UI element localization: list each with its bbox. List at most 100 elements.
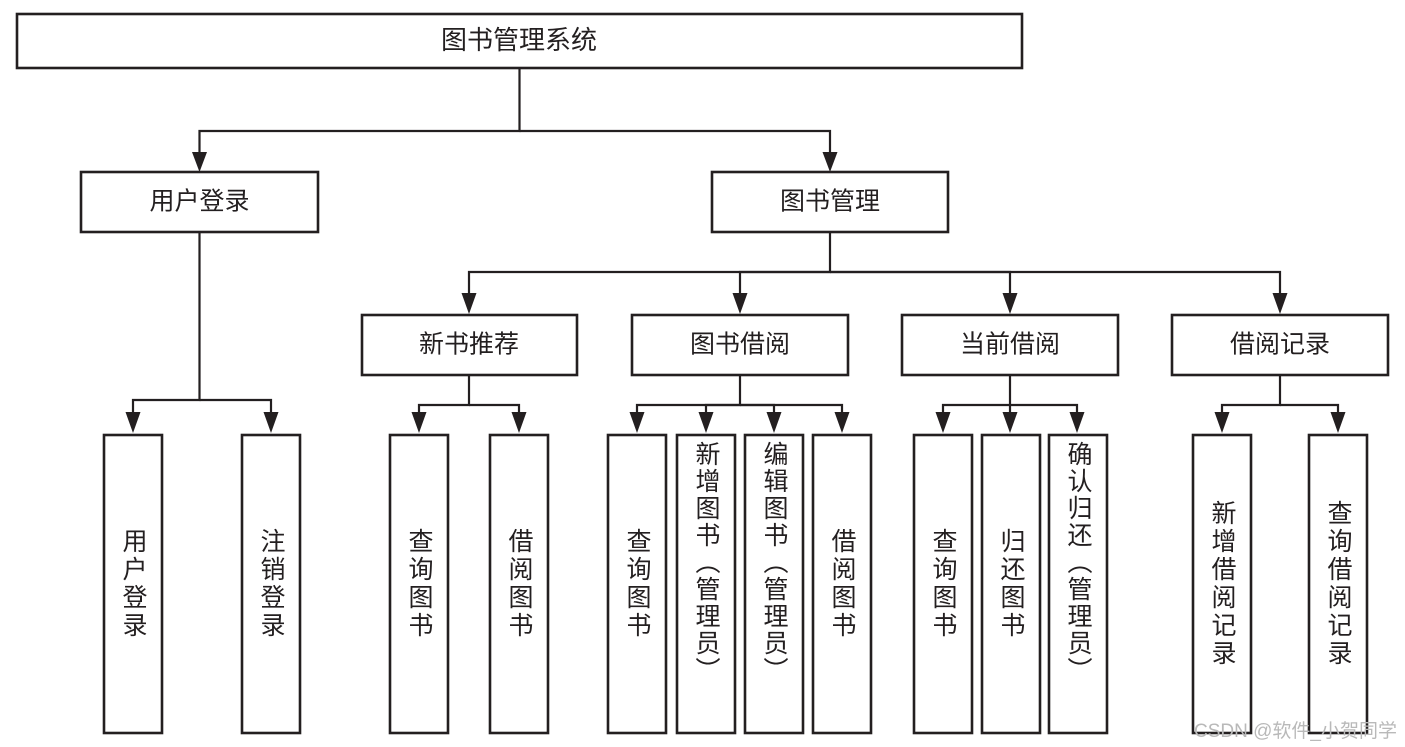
node-leaf-user-login-box[interactable] <box>102 433 164 735</box>
node-leaf-user-login-label: 用户登录 <box>119 528 147 640</box>
node-leaf-query-book-3[interactable] <box>912 433 974 735</box>
arrowhead-user-login-leaf-1 <box>125 412 141 433</box>
node-leaf-query-book-1[interactable] <box>388 433 450 735</box>
arrowhead-borrow-record-leaf-2 <box>1330 412 1346 433</box>
node-leaf-edit-book-box[interactable] <box>743 433 805 735</box>
node-leaf-query-book-2[interactable] <box>606 433 668 735</box>
node-leaf-borrow-book-1[interactable] <box>488 433 550 735</box>
edge-to-book-borrow <box>738 270 830 295</box>
node-leaf-edit-book-label: 编辑图书（管理员） <box>760 441 788 684</box>
edge-book-borrow-leaf-1 <box>635 375 742 414</box>
node-new-book-rec-label: 新书推荐 <box>419 331 519 359</box>
node-user-login[interactable]: 用户登录 <box>79 170 320 234</box>
arrowhead-book-borrow-leaf-3 <box>766 412 782 433</box>
arrowhead-current-borrow-leaf-3 <box>1069 412 1085 433</box>
node-leaf-borrow-book-2-box[interactable] <box>811 433 873 735</box>
node-borrow-record[interactable]: 借阅记录 <box>1170 313 1390 377</box>
node-leaf-add-record-box[interactable] <box>1191 433 1253 735</box>
node-book-manage-label: 图书管理 <box>780 188 880 216</box>
edge-current-borrow-leaf-1 <box>941 375 1012 414</box>
node-root-label: 图书管理系统 <box>441 25 597 55</box>
node-leaf-query-book-1-label: 查询图书 <box>405 528 433 640</box>
node-root-box[interactable] <box>15 12 1024 70</box>
arrowhead-book-borrow-leaf-2 <box>698 412 714 433</box>
arrowhead-borrow-record <box>1272 293 1288 314</box>
node-leaf-add-book-box[interactable] <box>675 433 737 735</box>
node-leaf-return-book-box[interactable] <box>980 433 1042 735</box>
edge-user-login-leaf-1 <box>131 232 201 414</box>
edges-user-login-to-leaves <box>125 232 279 433</box>
edges-new-book-rec-to-leaves <box>411 375 527 433</box>
edge-book-borrow-leaf-2 <box>704 403 740 414</box>
node-user-login-label: 用户登录 <box>149 188 249 216</box>
arrowhead-new-book-rec-leaf-1 <box>411 412 427 433</box>
node-leaf-return-book-label: 归还图书 <box>997 528 1025 640</box>
node-leaf-add-record[interactable] <box>1191 433 1253 735</box>
node-leaf-user-login[interactable] <box>102 433 164 735</box>
node-book-manage[interactable]: 图书管理 <box>710 170 950 234</box>
arrowhead-user-login-leaf-2 <box>263 412 279 433</box>
arrowhead-new-book-rec-leaf-2 <box>511 412 527 433</box>
node-borrow-record-box[interactable] <box>1170 313 1390 377</box>
edge-borrow-record-leaf-1 <box>1220 375 1282 414</box>
node-leaf-return-book[interactable] <box>980 433 1042 735</box>
node-current-borrow-label: 当前借阅 <box>960 331 1060 359</box>
node-leaf-add-book[interactable] <box>675 433 737 735</box>
arrowhead-book-borrow-leaf-1 <box>629 412 645 433</box>
node-leaf-confirm-return-label: 确认归还（管理员） <box>1064 441 1092 684</box>
edge-to-borrow-record <box>830 270 1282 295</box>
node-leaf-confirm-return-box[interactable] <box>1047 433 1109 735</box>
edge-book-borrow-leaf-4 <box>740 403 844 414</box>
arrowhead-book-borrow-leaf-4 <box>834 412 850 433</box>
node-leaf-query-record[interactable] <box>1307 433 1369 735</box>
node-leaf-edit-book[interactable] <box>743 433 805 735</box>
edge-new-book-rec-leaf-2 <box>469 403 521 414</box>
node-current-borrow-box[interactable] <box>900 313 1120 377</box>
edge-root-to-user-login <box>198 68 521 154</box>
edges-root-to-level2 <box>192 68 838 172</box>
node-leaf-query-book-3-box[interactable] <box>912 433 974 735</box>
node-new-book-rec-box[interactable] <box>360 313 579 377</box>
arrowhead-borrow-record-leaf-1 <box>1214 412 1230 433</box>
node-current-borrow[interactable]: 当前借阅 <box>900 313 1120 377</box>
node-leaf-query-book-2-box[interactable] <box>606 433 668 735</box>
edge-to-current-borrow <box>830 270 1012 295</box>
edge-user-login-leaf-2 <box>199 398 273 414</box>
edges-book-borrow-to-leaves <box>629 375 850 433</box>
edge-new-book-rec-leaf-1 <box>417 375 471 414</box>
arrowhead-user-login <box>192 152 207 172</box>
node-leaf-query-record-label: 查询借阅记录 <box>1324 500 1352 668</box>
node-book-borrow-label: 图书借阅 <box>690 331 790 359</box>
edges-borrow-record-to-leaves <box>1214 375 1346 433</box>
node-leaf-logout[interactable] <box>240 433 302 735</box>
node-leaf-query-book-2-label: 查询图书 <box>623 528 651 640</box>
node-book-manage-box[interactable] <box>710 170 950 234</box>
node-leaf-borrow-book-2[interactable] <box>811 433 873 735</box>
node-leaf-logout-box[interactable] <box>240 433 302 735</box>
node-book-borrow[interactable]: 图书借阅 <box>630 313 850 377</box>
edges-book-manage-to-level3 <box>461 232 1288 314</box>
node-borrow-record-label: 借阅记录 <box>1230 331 1330 359</box>
node-leaf-confirm-return[interactable] <box>1047 433 1109 735</box>
node-book-borrow-box[interactable] <box>630 313 850 377</box>
node-leaf-query-book-1-box[interactable] <box>388 433 450 735</box>
node-user-login-box[interactable] <box>79 170 320 234</box>
node-leaf-logout-label: 注销登录 <box>257 528 285 640</box>
node-leaf-add-book-label: 新增图书（管理员） <box>692 441 720 684</box>
arrowhead-book-manage <box>822 152 838 172</box>
arrowhead-current-borrow-leaf-1 <box>935 412 951 433</box>
edge-root-to-book-manage <box>519 129 832 154</box>
edges-current-borrow-to-leaves <box>935 375 1085 433</box>
edge-borrow-record-leaf-2 <box>1280 403 1340 414</box>
node-leaf-add-record-label: 新增借阅记录 <box>1208 500 1236 668</box>
node-root[interactable]: 图书管理系统 <box>15 12 1024 70</box>
node-leaf-borrow-book-1-box[interactable] <box>488 433 550 735</box>
node-new-book-rec[interactable]: 新书推荐 <box>360 313 579 377</box>
node-leaf-borrow-book-2-label: 借阅图书 <box>828 528 856 640</box>
node-leaf-query-record-box[interactable] <box>1307 433 1369 735</box>
edge-to-new-book-rec <box>467 232 832 295</box>
arrowhead-current-borrow <box>1002 293 1018 314</box>
edge-current-borrow-leaf-3 <box>1010 403 1079 414</box>
